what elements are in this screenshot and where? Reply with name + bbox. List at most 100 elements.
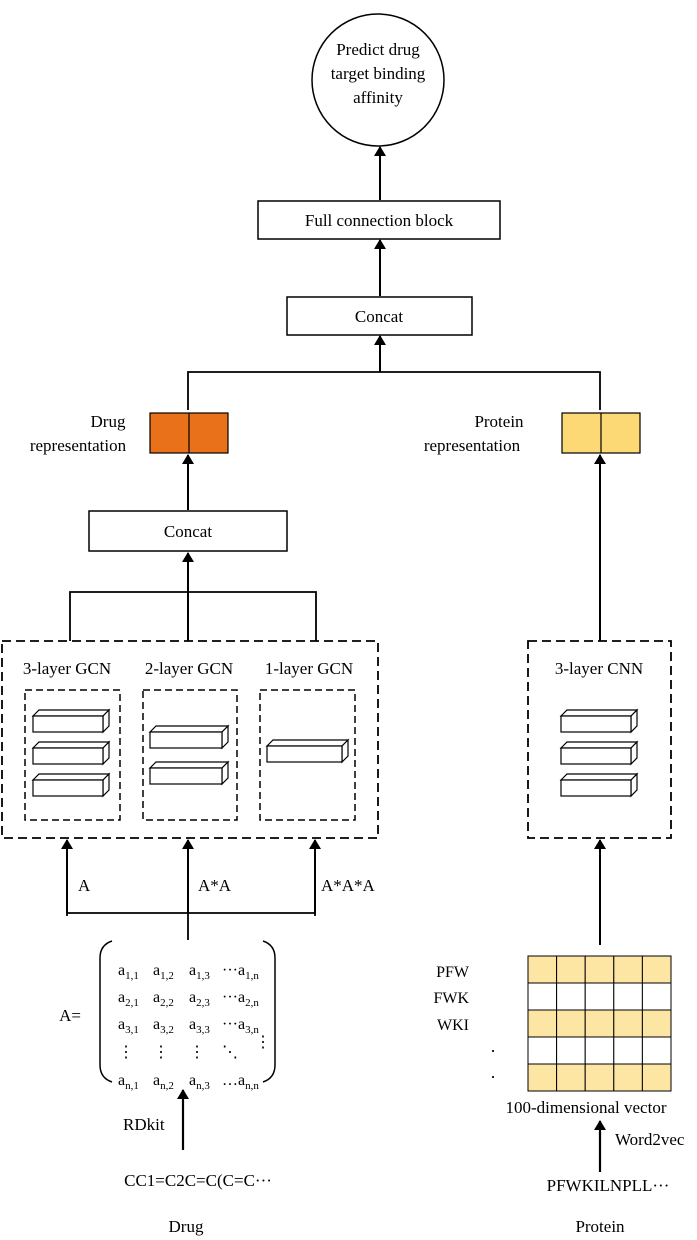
cnn-layer-block-1 — [559, 708, 639, 734]
edge-label-aa: A*A — [198, 876, 232, 895]
matrix-cell: a2,1 — [118, 989, 139, 1009]
matrix-cell: ⋱ — [222, 1044, 238, 1061]
matrix-cells: a1,1 a1,2 a1,3 ···a1,n a2,1 a2,2 a2,3 ···a2,n a3… — [118, 962, 259, 1092]
grid-cell — [613, 1009, 643, 1038]
matrix-cell: a3,3 — [189, 1016, 210, 1036]
grid-cell — [556, 982, 586, 1011]
row-label-wki: WKI — [437, 1017, 469, 1034]
matrix-cell: ···a1,n — [222, 962, 259, 982]
matrix-right-bracket — [262, 940, 276, 1083]
grid-cell — [584, 982, 615, 1011]
row-label-pfw: PFW — [436, 964, 470, 981]
matrix-cell: a1,3 — [189, 962, 210, 982]
grid-cell — [584, 1063, 615, 1092]
matrix-cell: an,2 — [153, 1072, 174, 1092]
matrix-cell: …an,n — [222, 1072, 259, 1092]
grid-cell — [613, 955, 643, 984]
output-node: Predict drug target binding affinity — [311, 13, 445, 147]
full-connection-label: Full connection block — [305, 211, 454, 230]
embedding-grid — [527, 955, 672, 1092]
matrix-cell: a1,2 — [153, 962, 174, 982]
cnn-layer-block-3 — [559, 772, 639, 798]
grid-cell — [527, 955, 558, 984]
full-connection-block: Full connection block — [257, 200, 501, 240]
grid-cell — [584, 955, 615, 984]
drug-input-label: Drug — [169, 1217, 204, 1236]
matrix-cell: a2,3 — [189, 989, 210, 1009]
gcn-3-layer-label: 3-layer GCN — [23, 659, 111, 678]
gcn-layer-blocks — [31, 708, 350, 798]
protein-rep-label-1: Protein — [474, 412, 524, 431]
gcn-3-layer-block-2 — [31, 740, 111, 766]
drug-rep-label-1: Drug — [91, 412, 126, 431]
output-line-1: Predict drug — [336, 40, 420, 59]
gcn-2-layer-block-2 — [148, 760, 230, 786]
gcn-2-layer-box — [142, 689, 238, 821]
grid-cell — [641, 982, 672, 1011]
matrix-last-col-dots: ⋮ — [255, 1034, 271, 1051]
row-label-fwk: FWK — [433, 990, 469, 1007]
grid-cell — [556, 1063, 586, 1092]
grid-cell — [613, 1063, 643, 1092]
drug-rep-label-2: representation — [30, 436, 127, 455]
matrix-cell: ⋮ — [189, 1044, 205, 1061]
concat-top-label: Concat — [355, 307, 403, 326]
gcn-2-layer-label: 2-layer GCN — [145, 659, 233, 678]
matrix-cell: a2,2 — [153, 989, 174, 1009]
smiles-input: CC1=C2C=C(C=C··· — [124, 1171, 272, 1190]
matrix-cell: ···a3,n — [222, 1016, 259, 1036]
drug-representation: Drug representation — [30, 412, 229, 455]
word2vec-label: Word2vec — [615, 1130, 685, 1149]
matrix-cell: an,1 — [118, 1072, 139, 1092]
edge-label-aaa: A*A*A — [321, 876, 376, 895]
gcn-module-box — [1, 640, 379, 839]
matrix-cell: an,3 — [189, 1072, 210, 1092]
concat-drug-block: Concat — [88, 510, 288, 552]
grid-cell — [641, 1063, 672, 1092]
row-label-dot-2: · — [490, 1067, 496, 1087]
grid-cell — [641, 1036, 672, 1065]
gcn-3-layer-block-3 — [31, 772, 111, 798]
concat-top-block: Concat — [286, 296, 473, 336]
output-line-2: target binding — [331, 64, 426, 83]
grid-cell — [527, 1009, 558, 1038]
gcn-merge-connector — [69, 591, 317, 641]
grid-cell — [641, 1009, 672, 1038]
grid-cell — [556, 1036, 586, 1065]
matrix-cell: ⋮ — [153, 1044, 169, 1061]
rdkit-label: RDkit — [123, 1115, 165, 1134]
cnn-layer-block-2 — [559, 740, 639, 766]
sequence-input: PFWKILNPLL··· — [547, 1176, 670, 1195]
protein-rep-label-2: representation — [424, 436, 521, 455]
grid-cell — [613, 982, 643, 1011]
grid-cell — [613, 1036, 643, 1065]
merge-connector — [187, 371, 601, 410]
matrix-cell: ···a2,n — [222, 989, 259, 1009]
protein-input-label: Protein — [575, 1217, 625, 1236]
gcn-1-layer-box — [259, 689, 356, 821]
row-label-dot-1: · — [490, 1041, 496, 1061]
gcn-3-layer-box — [24, 689, 121, 821]
grid-cell — [584, 1009, 615, 1038]
gcn-1-layer-block-1 — [265, 738, 350, 764]
matrix-cell: a1,1 — [118, 962, 139, 982]
grid-cell — [641, 955, 672, 984]
gcn-1-layer-label: 1-layer GCN — [265, 659, 353, 678]
grid-cell — [556, 955, 586, 984]
output-line-3: affinity — [353, 88, 403, 107]
grid-cell — [527, 1036, 558, 1065]
cnn-module-box — [527, 640, 672, 839]
grid-cell — [556, 1009, 586, 1038]
matrix-lhs: A= — [59, 1006, 81, 1025]
cnn-layer-blocks — [559, 708, 639, 798]
gcn-3-layer-block-1 — [31, 708, 111, 734]
adjacency-matrix: A= a1,1 a1,2 a1,3 ···a1,n a2,1 a2,2 a2,3 ···a2,… — [59, 940, 276, 1092]
grid-cell — [527, 982, 558, 1011]
cnn-3-layer-label: 3-layer CNN — [555, 659, 643, 678]
matrix-cell: a3,1 — [118, 1016, 139, 1036]
grid-cell — [527, 1063, 558, 1092]
matrix-left-bracket — [99, 940, 113, 1083]
protein-representation: Protein representation — [424, 412, 641, 455]
edge-label-a: A — [78, 876, 91, 895]
